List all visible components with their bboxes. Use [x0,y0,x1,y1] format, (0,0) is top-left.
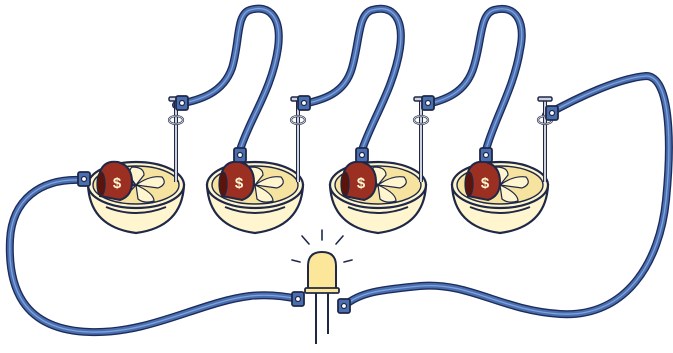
led-bulb [291,229,353,344]
coin-electrode-4 [464,160,501,201]
coin-electrode-3 [340,160,377,201]
coin-electrode-1 [96,160,133,201]
lemon-cell-4 [450,160,550,235]
coin-electrode-2 [218,160,255,201]
led-glow-rays [291,229,353,263]
lemon-4 [450,160,550,235]
wires [10,9,669,332]
